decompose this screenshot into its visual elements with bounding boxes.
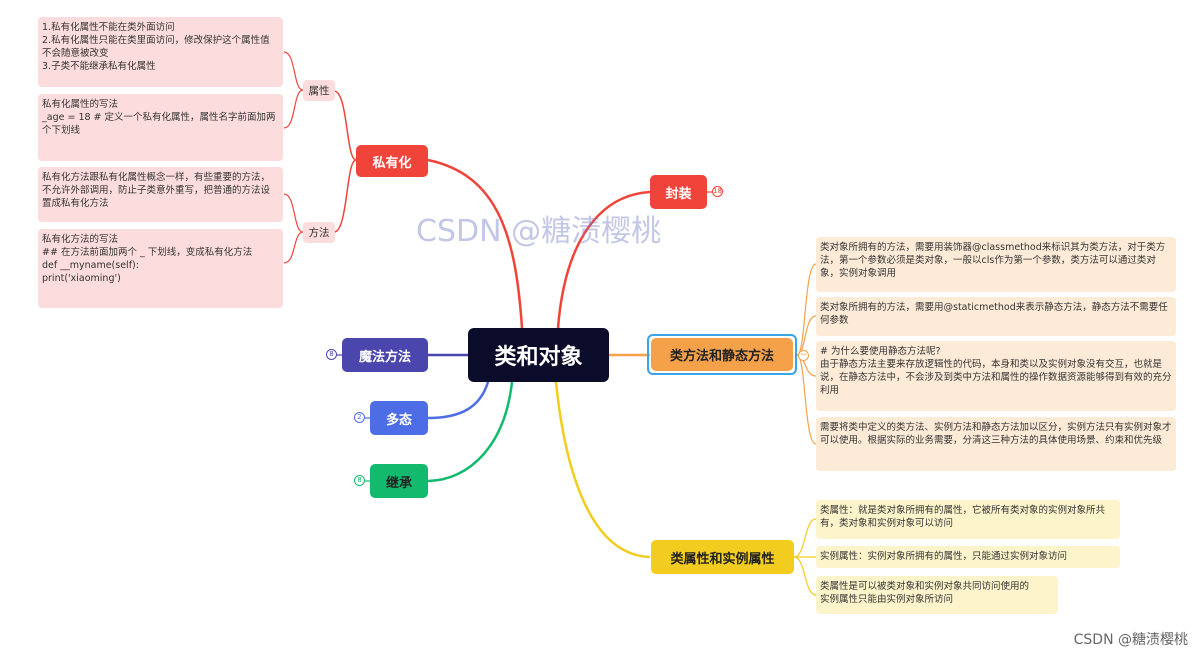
leaf-method-distinction[interactable]: 需要将类中定义的类方法、实例方法和静态方法加以区分，实例方法只有实例对象才可以使… xyxy=(816,417,1176,471)
topic-classmethod[interactable]: 类方法和静态方法 xyxy=(651,338,793,371)
collapsed-count-badge[interactable]: 8 xyxy=(326,349,337,360)
watermark: CSDN @糖渍樱桃 xyxy=(416,214,662,249)
collapse-icon[interactable]: − xyxy=(798,350,809,361)
footer-watermark: CSDN @糖渍樱桃 xyxy=(1073,632,1188,648)
topic-inheritance[interactable]: 继承 xyxy=(370,464,428,498)
leaf-attribute-access[interactable]: 类属性是可以被类对象和实例对象共同访问使用的 实例属性只能由实例对象所访问 xyxy=(816,576,1058,614)
topic-fengzhuang[interactable]: 封装 xyxy=(650,175,707,209)
leaf-private-attr-rules[interactable]: 1.私有化属性不能在类外面访问 2.私有化属性只能在类里面访问，修改保护这个属性… xyxy=(38,17,283,87)
topic-siyouhua[interactable]: 私有化 xyxy=(356,145,428,177)
subtopic-method[interactable]: 方法 xyxy=(303,222,335,243)
leaf-instance-attribute[interactable]: 实例属性：实例对象所拥有的属性，只能通过实例对象访问 xyxy=(816,546,1120,568)
subtopic-attribute[interactable]: 属性 xyxy=(303,80,335,101)
root-topic[interactable]: 类和对象 xyxy=(468,328,609,382)
collapsed-count-badge[interactable]: 8 xyxy=(354,475,365,486)
leaf-staticmethod-def[interactable]: 类对象所拥有的方法，需要用@staticmethod来表示静态方法，静态方法不需… xyxy=(816,297,1176,336)
leaf-private-method-syntax[interactable]: 私有化方法的写法 ## 在方法前面加两个 _ 下划线，变成私有化方法 def _… xyxy=(38,229,283,308)
leaf-classmethod-def[interactable]: 类对象所拥有的方法，需要用装饰器@classmethod来标识其为类方法，对于类… xyxy=(816,237,1176,292)
topic-attributes[interactable]: 类属性和实例属性 xyxy=(651,540,794,574)
collapsed-count-badge[interactable]: 2 xyxy=(354,412,365,423)
leaf-private-method-concept[interactable]: 私有化方法跟私有化属性概念一样，有些重要的方法，不允许外部调用，防止子类意外重写… xyxy=(38,167,283,222)
leaf-class-attribute[interactable]: 类属性：就是类对象所拥有的属性，它被所有类对象的实例对象所共有，类对象和实例对象… xyxy=(816,500,1120,539)
leaf-private-attr-syntax[interactable]: 私有化属性的写法 _age = 18 # 定义一个私有化属性，属性名字前面加两个… xyxy=(38,94,283,161)
selection-outline xyxy=(647,334,797,375)
topic-magic-methods[interactable]: 魔法方法 xyxy=(342,338,428,372)
leaf-why-staticmethod[interactable]: # 为什么要使用静态方法呢? 由于静态方法主要来存放逻辑性的代码，本身和类以及实… xyxy=(816,341,1176,411)
topic-polymorphism[interactable]: 多态 xyxy=(370,401,428,435)
collapsed-count-badge[interactable]: 18 xyxy=(712,186,723,197)
